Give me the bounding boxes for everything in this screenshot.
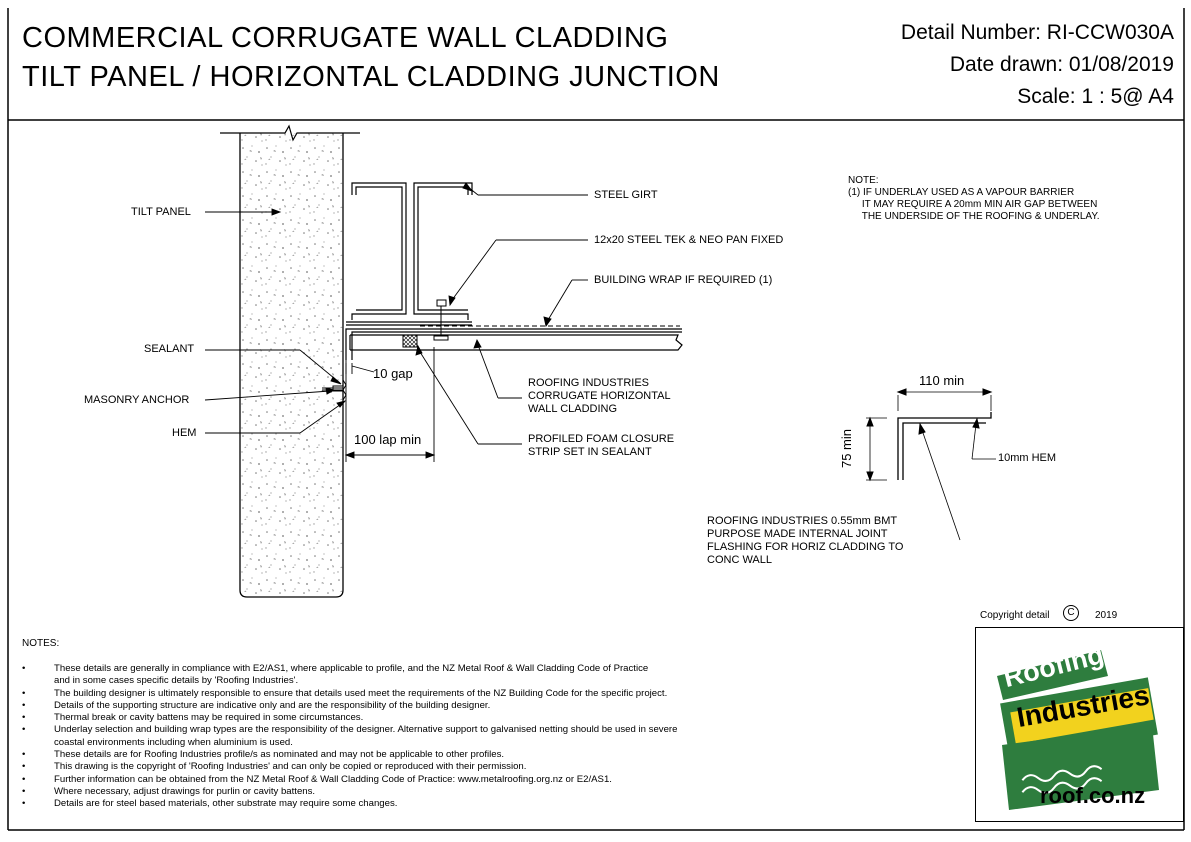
note-item: coastal environments including when alum…	[54, 736, 293, 748]
cladding-sheet	[349, 334, 683, 351]
cladding-label-3: WALL CLADDING	[528, 403, 618, 415]
title-line-2: TILT PANEL / HORIZONTAL CLADDING JUNCTIO…	[22, 61, 720, 93]
title-line-1: COMMERCIAL CORRUGATE WALL CLADDING	[22, 22, 669, 54]
detail-number: Detail Number: RI-CCW030A	[900, 21, 1174, 44]
note-item: Thermal break or cavity battens may be r…	[22, 712, 677, 725]
note-item: Underlay selection and building wrap typ…	[22, 724, 677, 737]
lap-dim-label: 100 lap min	[354, 432, 422, 447]
notes-list: These details are generally in complianc…	[22, 663, 677, 811]
flashing-width-label: 110 min	[919, 373, 965, 388]
steel-girt	[346, 182, 473, 326]
top-note-line-1: (1) IF UNDERLAY USED AS A VAPOUR BARRIER	[848, 187, 1075, 198]
tek-screw	[433, 299, 449, 341]
note-item: and in some cases specific details by 'R…	[54, 675, 299, 687]
note-item: These details are generally in complianc…	[22, 663, 677, 676]
top-note-line-2: IT MAY REQUIRE A 20mm MIN AIR GAP BETWEE…	[848, 199, 1098, 210]
flashing-desc-4: CONC WALL	[707, 554, 772, 566]
lap-dimension	[344, 347, 436, 462]
hem-label: HEM	[172, 427, 197, 439]
top-note-heading: NOTE:	[848, 175, 879, 186]
cladding-label-2: CORRUGATE HORIZONTAL	[528, 390, 671, 402]
copyright-text: Copyright detail	[980, 610, 1050, 621]
sealant-label: SEALANT	[144, 343, 195, 355]
steel-girt-label: STEEL GIRT	[594, 189, 658, 201]
foam-label-1: PROFILED FOAM CLOSURE	[528, 433, 675, 445]
flashing-desc-1: ROOFING INDUSTRIES 0.55mm BMT	[707, 515, 898, 527]
copyright-year: 2019	[1095, 610, 1118, 621]
masonry-anchor	[322, 379, 347, 401]
foam-label-2: STRIP SET IN SEALANT	[528, 446, 652, 458]
note-item: This drawing is the copyright of 'Roofin…	[22, 761, 677, 774]
top-note-line-3: THE UNDERSIDE OF THE ROOFING & UNDERLAY.	[848, 211, 1100, 222]
copyright-symbol: C	[1063, 605, 1079, 621]
flashing-profile	[866, 388, 996, 541]
flashing-hem-label: 10mm HEM	[998, 452, 1057, 464]
leaders-left	[204, 208, 347, 434]
tilt-panel-label: TILT PANEL	[131, 206, 191, 218]
scale: Scale: 1 : 5@ A4	[1017, 85, 1174, 108]
tilt-panel-wall	[220, 124, 360, 598]
note-item: These details are for Roofing Industries…	[22, 749, 677, 762]
logo-box	[975, 627, 1184, 822]
gap-dimension	[345, 363, 375, 374]
note-item: Where necessary, adjust drawings for pur…	[22, 786, 677, 799]
note-item: Further information can be obtained from…	[22, 774, 677, 787]
notes-heading: NOTES:	[22, 638, 60, 649]
flashing-desc-2: PURPOSE MADE INTERNAL JOINT	[707, 528, 888, 540]
building-wrap-label: BUILDING WRAP IF REQUIRED (1)	[594, 274, 773, 286]
flashing-height-label: 75 min	[839, 428, 855, 469]
flashing-desc-3: FLASHING FOR HORIZ CLADDING TO	[707, 541, 904, 553]
note-item: Details are for steel based materials, o…	[22, 798, 677, 811]
cladding-label-1: ROOFING INDUSTRIES	[528, 377, 650, 389]
tek-label: 12x20 STEEL TEK & NEO PAN FIXED	[594, 234, 784, 246]
roofing-industries-logo	[997, 650, 1159, 810]
leaders-right	[415, 182, 588, 445]
masonry-anchor-label: MASONRY ANCHOR	[84, 394, 190, 406]
note-item: Details of the supporting structure are …	[22, 700, 677, 713]
date-drawn: Date drawn: 01/08/2019	[949, 53, 1174, 76]
note-item: The building designer is ultimately resp…	[22, 688, 677, 701]
logo-url: roof.co.nz	[1040, 783, 1146, 808]
foam-closure	[402, 334, 418, 348]
gap-dim-label: 10 gap	[373, 366, 413, 381]
